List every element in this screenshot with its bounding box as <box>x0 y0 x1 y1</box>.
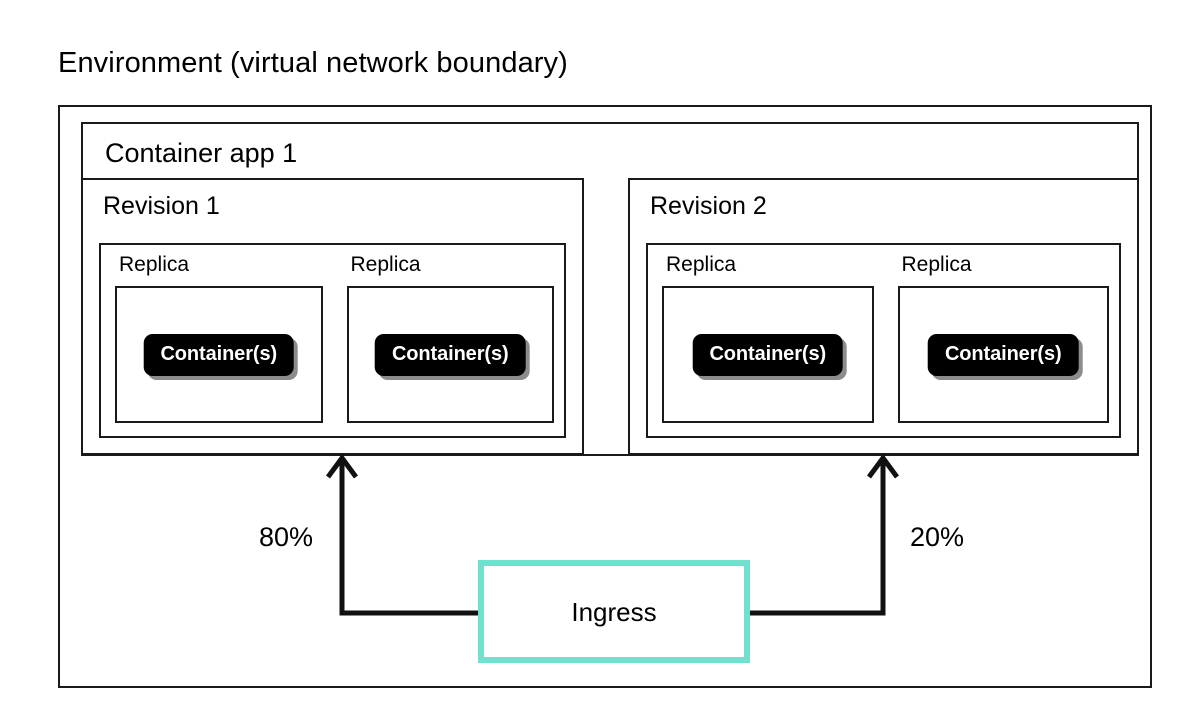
replica-label: Replica <box>350 253 421 276</box>
traffic-percent-revision-1: 80% <box>259 522 314 552</box>
revision-1-label: Revision 1 <box>103 192 220 220</box>
container-pill: Container(s) <box>692 333 844 376</box>
replica-box: Container(s) <box>115 286 323 423</box>
replica-box: Container(s) <box>897 286 1109 423</box>
revision-1-replica-2: Replica Container(s) <box>333 245 565 436</box>
replica-box: Container(s) <box>346 286 554 423</box>
replica-label: Replica <box>119 253 190 276</box>
replica-label: Replica <box>666 253 737 276</box>
revision-1-replica-group: Replica Container(s) Replica Container(s… <box>99 243 566 438</box>
revision-2-replica-group: Replica Container(s) Replica Container(s… <box>646 243 1121 438</box>
container-pill: Container(s) <box>927 333 1079 376</box>
diagram-title: Environment (virtual network boundary) <box>58 47 568 79</box>
replica-label: Replica <box>901 253 972 276</box>
revision-1-box: Revision 1 Replica Container(s) Replica … <box>81 178 584 455</box>
replica-box: Container(s) <box>662 286 874 423</box>
revision-2-replica-1: Replica Container(s) <box>648 245 884 436</box>
container-pill: Container(s) <box>143 333 295 376</box>
revision-1-replica-1: Replica Container(s) <box>101 245 333 436</box>
ingress-box: Ingress <box>478 560 750 663</box>
revision-2-label: Revision 2 <box>650 192 767 220</box>
container-pill: Container(s) <box>374 333 526 376</box>
ingress-label: Ingress <box>571 596 657 627</box>
container-app-label: Container app 1 <box>105 138 298 168</box>
revision-2-replica-2: Replica Container(s) <box>884 245 1120 436</box>
revision-2-box: Revision 2 Replica Container(s) Replica … <box>628 178 1139 455</box>
traffic-percent-revision-2: 20% <box>910 522 965 552</box>
